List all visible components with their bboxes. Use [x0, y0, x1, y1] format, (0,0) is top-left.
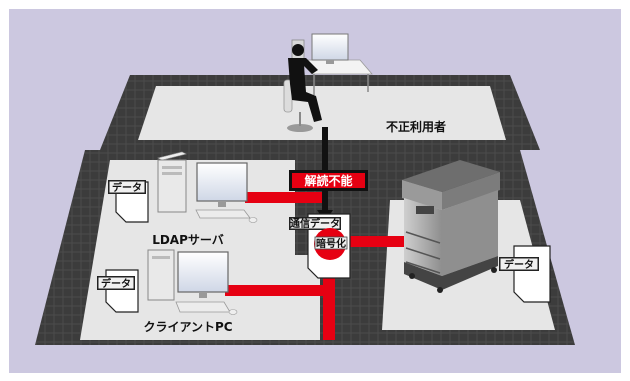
client-pc: データ クライアントPC	[97, 249, 238, 334]
client-pc-label: クライアントPC	[143, 320, 232, 334]
comm-data-label: 通信データ	[290, 217, 340, 230]
undecodable-badge: 解読不能	[289, 170, 368, 191]
network-lines	[225, 192, 405, 340]
client-data-tag: データ	[101, 277, 131, 290]
ldap-data-tag: データ	[112, 181, 142, 194]
comm-data-document: 通信データ 暗号化	[289, 213, 351, 279]
tower-server-icon	[147, 249, 175, 301]
printer-mfp-icon	[402, 160, 500, 293]
document-icon: データ	[97, 269, 139, 313]
ldap-server-label: LDAPサーバ	[152, 233, 224, 247]
document-icon: データ	[499, 245, 551, 303]
unauthorized-user-label: 不正利用者	[386, 119, 446, 134]
document-icon: データ	[108, 180, 149, 223]
mfp-data-tag: データ	[504, 258, 534, 271]
encrypted-label: 暗号化	[316, 237, 346, 250]
desktop-pc-icon	[195, 162, 258, 223]
tower-server-icon	[157, 151, 187, 213]
undecodable-label: 解読不能	[304, 173, 352, 188]
ldap-server: データ LDAPサーバ	[108, 151, 258, 247]
desktop-pc-icon	[175, 251, 238, 315]
person-at-computer-icon	[283, 33, 373, 132]
